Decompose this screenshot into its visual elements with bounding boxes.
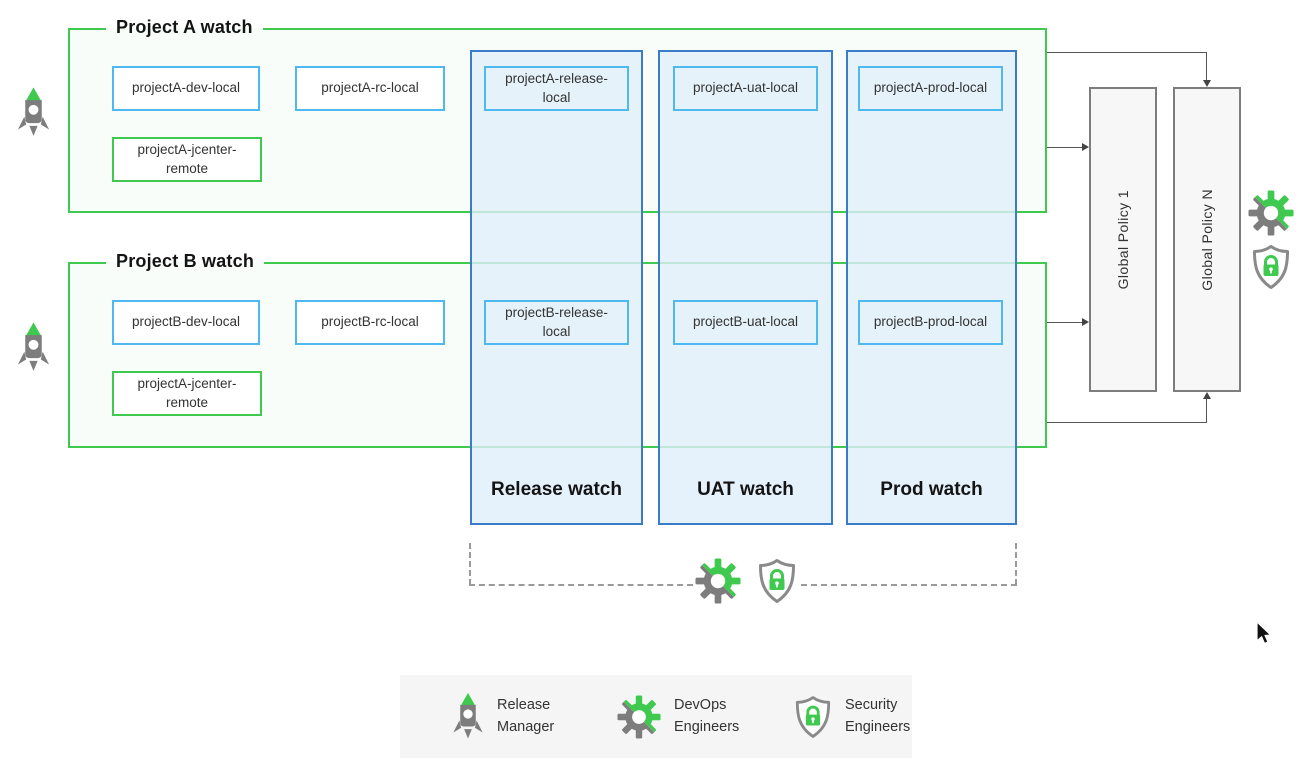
legend-item-devops-engineers: DevOps Engineers xyxy=(617,695,754,739)
repo-label: projectA-jcenter-remote xyxy=(137,376,237,410)
repo-projectb-rc-local: projectB-rc-local xyxy=(295,300,445,345)
repo-label: projectB-release-local xyxy=(505,305,608,339)
scope-bracket-left xyxy=(469,543,471,585)
scope-bracket-bottom-right xyxy=(801,584,1017,586)
arrowhead-into-policy-n-bottom xyxy=(1202,392,1211,399)
uat-watch-group: projectA-uat-local projectB-uat-local UA… xyxy=(658,50,833,525)
rocket-icon xyxy=(17,321,50,375)
prod-watch-group: projectA-prod-local projectB-prod-local … xyxy=(846,50,1017,525)
legend-item-security-engineers: Security Engineers xyxy=(794,695,925,739)
repo-label: projectB-prod-local xyxy=(873,314,988,330)
legend-item-release-manager: Release Manager xyxy=(452,692,577,742)
legend-label: Security Engineers xyxy=(845,697,911,735)
repo-projectb-prod-local: projectB-prod-local xyxy=(858,300,1003,345)
shield-lock-icon xyxy=(757,558,797,604)
connector-b-bottom xyxy=(1047,422,1207,423)
gear-icon xyxy=(1248,190,1294,236)
connector-a-top xyxy=(1047,52,1207,53)
prod-watch-title: Prod watch xyxy=(880,479,983,500)
legend-label: DevOps Engineers xyxy=(674,697,740,735)
connector-b-policy1 xyxy=(1047,322,1082,323)
legend: Release Manager DevOps Engineers Securit… xyxy=(400,675,912,758)
repo-projecta-rc-local: projectA-rc-local xyxy=(295,66,445,111)
repo-label: projectB-rc-local xyxy=(321,314,419,330)
arrowhead-into-policy-1-a xyxy=(1082,143,1089,152)
arrowhead-into-policy-n-top xyxy=(1202,80,1211,87)
repo-projectb-release-local: projectB-release-local xyxy=(484,300,629,345)
release-watch-group: projectA-release-local projectB-release-… xyxy=(470,50,643,525)
global-policy-n-box: Global Policy N xyxy=(1173,87,1241,392)
repo-projecta-jcenter-remote-b: projectA-jcenter-remote xyxy=(112,371,262,416)
gear-icon xyxy=(695,558,741,604)
global-policy-1-label: Global Policy 1 xyxy=(1115,189,1131,290)
rocket-icon xyxy=(452,692,484,742)
repo-label: projectB-dev-local xyxy=(131,314,241,330)
mouse-cursor xyxy=(1256,622,1271,644)
scope-bracket-right xyxy=(1015,543,1017,585)
repo-label: projectB-uat-local xyxy=(692,314,799,330)
repo-label: projectA-dev-local xyxy=(131,80,241,96)
shield-lock-icon xyxy=(794,695,832,739)
project-b-watch-title: Project B watch xyxy=(106,249,265,274)
connector-b-bottom-rise xyxy=(1206,399,1207,422)
connector-a-policy1 xyxy=(1047,147,1082,148)
repo-projectb-uat-local: projectB-uat-local xyxy=(673,300,818,345)
scope-bracket-bottom-left xyxy=(469,584,693,586)
repo-label: projectA-rc-local xyxy=(321,80,419,96)
legend-label: Release Manager xyxy=(497,697,555,735)
arrowhead-into-policy-1-b xyxy=(1082,318,1089,327)
repo-label: projectA-release-local xyxy=(505,71,608,105)
gear-icon xyxy=(617,695,661,739)
repo-label: projectA-uat-local xyxy=(692,80,799,96)
uat-watch-title: UAT watch xyxy=(697,479,794,500)
repo-projecta-prod-local: projectA-prod-local xyxy=(858,66,1003,111)
repo-label: projectA-jcenter-remote xyxy=(137,142,237,176)
repo-projectb-dev-local: projectB-dev-local xyxy=(112,300,260,345)
repo-projecta-release-local: projectA-release-local xyxy=(484,66,629,111)
project-a-watch-title: Project A watch xyxy=(106,15,263,40)
connector-a-top-drop xyxy=(1206,52,1207,81)
rocket-icon xyxy=(17,86,50,140)
global-policy-n-label: Global Policy N xyxy=(1199,188,1215,291)
global-policy-1-box: Global Policy 1 xyxy=(1089,87,1157,392)
repo-projecta-jcenter-remote: projectA-jcenter-remote xyxy=(112,137,262,182)
repo-projecta-uat-local: projectA-uat-local xyxy=(673,66,818,111)
repo-projecta-dev-local: projectA-dev-local xyxy=(112,66,260,111)
shield-lock-icon xyxy=(1251,244,1291,290)
release-watch-title: Release watch xyxy=(491,479,622,500)
repo-label: projectA-prod-local xyxy=(873,80,988,96)
